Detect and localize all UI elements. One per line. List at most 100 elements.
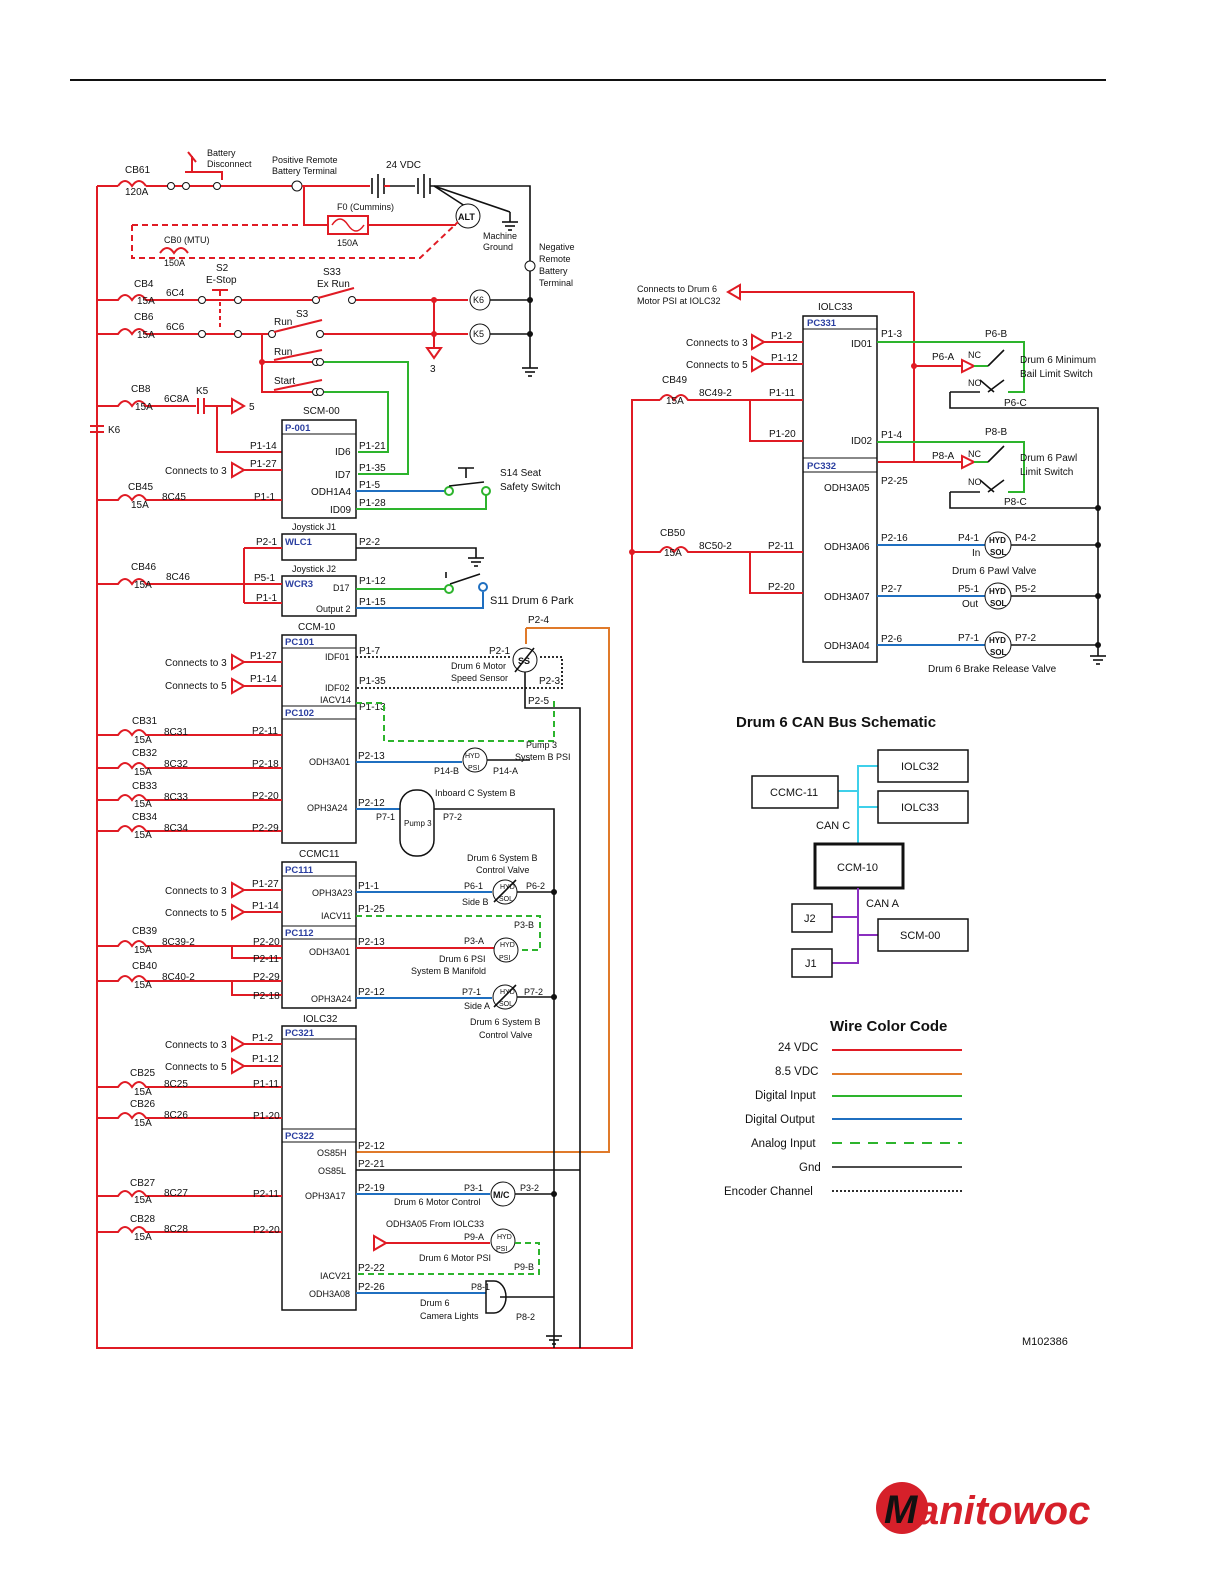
svg-text:P8-B: P8-B <box>985 427 1008 438</box>
svg-text:P2-13: P2-13 <box>358 937 385 948</box>
svg-text:IACV21: IACV21 <box>320 1271 351 1281</box>
svg-text:ID7: ID7 <box>335 470 351 481</box>
svg-text:Drum 6 Minimum: Drum 6 Minimum <box>1020 355 1096 366</box>
svg-text:Gnd: Gnd <box>799 1162 821 1174</box>
svg-text:P2-11: P2-11 <box>768 541 794 552</box>
svg-text:P3-2: P3-2 <box>520 1183 539 1193</box>
ccm10-breakers: CB31 CB32 CB33 CB34 15A 15A 15A 15A 8C31… <box>97 716 282 841</box>
svg-text:Joystick J1: Joystick J1 <box>292 522 336 532</box>
svg-text:P2-18: P2-18 <box>252 759 279 770</box>
svg-text:P1-15: P1-15 <box>359 597 386 608</box>
svg-text:P2-20: P2-20 <box>252 791 279 802</box>
svg-text:P2-13: P2-13 <box>358 751 385 762</box>
svg-text:Connects to 3: Connects to 3 <box>165 658 227 669</box>
svg-text:P6-1: P6-1 <box>464 881 483 891</box>
svg-text:8C34: 8C34 <box>164 823 188 834</box>
svg-text:S2: S2 <box>216 263 229 274</box>
svg-text:8C31: 8C31 <box>164 727 188 738</box>
svg-text:CB27: CB27 <box>130 1178 155 1189</box>
svg-text:CCMC-11: CCMC-11 <box>770 787 818 799</box>
svg-text:P1-3: P1-3 <box>881 329 903 340</box>
svg-text:ODH3A06: ODH3A06 <box>824 542 870 553</box>
svg-text:P2-4: P2-4 <box>528 615 550 626</box>
svg-text:15A: 15A <box>135 402 153 413</box>
svg-text:S3: S3 <box>296 309 309 320</box>
svg-text:15A: 15A <box>134 735 152 746</box>
svg-text:HYD: HYD <box>989 536 1006 545</box>
svg-text:15A: 15A <box>131 500 149 511</box>
svg-text:HYD: HYD <box>500 989 515 996</box>
svg-text:CB40: CB40 <box>132 961 157 972</box>
svg-text:P4-2: P4-2 <box>1015 533 1037 544</box>
svg-text:P2-11: P2-11 <box>252 726 278 737</box>
svg-text:P5-1: P5-1 <box>958 584 980 595</box>
svg-text:5: 5 <box>249 402 255 413</box>
svg-text:ID09: ID09 <box>330 505 352 516</box>
svg-text:P6-C: P6-C <box>1004 398 1027 409</box>
svg-text:P1-27: P1-27 <box>250 651 277 662</box>
svg-text:15A: 15A <box>666 396 684 407</box>
svg-text:P-001: P-001 <box>285 423 311 434</box>
svg-text:ODH3A04: ODH3A04 <box>824 641 870 652</box>
svg-text:P1-14: P1-14 <box>250 674 277 685</box>
svg-text:P2-11: P2-11 <box>253 1189 279 1200</box>
svg-text:P1-11: P1-11 <box>769 388 795 399</box>
svg-text:P7-2: P7-2 <box>443 812 462 822</box>
svg-text:HYD: HYD <box>989 587 1006 596</box>
svg-text:24 VDC: 24 VDC <box>386 160 421 171</box>
svg-text:PSI: PSI <box>496 1246 507 1253</box>
svg-text:ID6: ID6 <box>335 447 351 458</box>
svg-text:15A: 15A <box>664 548 682 559</box>
svg-text:IACV14: IACV14 <box>320 695 351 705</box>
svg-text:8C46: 8C46 <box>166 572 190 583</box>
svg-text:ID01: ID01 <box>851 339 873 350</box>
svg-text:K6: K6 <box>473 295 484 305</box>
svg-text:P3-B: P3-B <box>514 920 534 930</box>
svg-text:Connects to 5: Connects to 5 <box>165 908 227 919</box>
svg-text:HYD: HYD <box>465 753 480 760</box>
svg-text:P2-1: P2-1 <box>256 537 278 548</box>
svg-text:150A: 150A <box>337 238 358 248</box>
ccm10-module: CCM-10 PC101 PC102 Connects to 3 Connect… <box>97 615 610 1348</box>
svg-text:Connects to 3: Connects to 3 <box>686 338 748 349</box>
svg-text:ODH3A05 From IOLC33: ODH3A05 From IOLC33 <box>386 1219 484 1229</box>
svg-text:P1-27: P1-27 <box>250 459 277 470</box>
svg-text:NO: NO <box>968 378 982 388</box>
svg-text:15A: 15A <box>137 296 155 307</box>
svg-text:CB46: CB46 <box>131 562 156 573</box>
svg-text:Drum 6 Motor PSI: Drum 6 Motor PSI <box>419 1253 491 1263</box>
svg-text:P1-4: P1-4 <box>881 430 903 441</box>
svg-text:P2-12: P2-12 <box>358 798 385 809</box>
svg-text:P2-3: P2-3 <box>539 676 561 687</box>
svg-text:Machine: Machine <box>483 231 517 241</box>
svg-text:CB39: CB39 <box>132 926 157 937</box>
svg-text:8C26: 8C26 <box>164 1110 188 1121</box>
svg-text:P6-2: P6-2 <box>526 881 545 891</box>
svg-text:15A: 15A <box>134 1118 152 1129</box>
svg-text:SCM-00: SCM-00 <box>303 406 340 417</box>
svg-text:15A: 15A <box>134 1232 152 1243</box>
svg-text:15A: 15A <box>137 330 155 341</box>
svg-text:SCM-00: SCM-00 <box>900 930 940 942</box>
svg-text:M: M <box>884 1488 919 1532</box>
svg-text:OPH3A24: OPH3A24 <box>311 994 352 1004</box>
svg-text:P14-A: P14-A <box>493 766 518 776</box>
svg-text:Pump 3: Pump 3 <box>404 819 432 828</box>
svg-text:P1-5: P1-5 <box>359 480 381 491</box>
svg-text:ODH1A4: ODH1A4 <box>311 487 351 498</box>
svg-text:Output 2: Output 2 <box>316 604 351 614</box>
svg-text:Motor PSI at IOLC32: Motor PSI at IOLC32 <box>637 296 721 306</box>
svg-text:CAN A: CAN A <box>866 898 900 910</box>
svg-text:SOL: SOL <box>499 896 513 903</box>
svg-text:Digital Output: Digital Output <box>745 1114 815 1126</box>
joystick-section: Joystick J1 WLC1 P2-1 P2-2 Joystick J2 W… <box>97 522 574 617</box>
scm00-module: SCM-00 P-001 P1-14 P1-27 Connects to 3 C… <box>97 406 561 519</box>
svg-text:ODH3A05: ODH3A05 <box>824 483 870 494</box>
svg-text:8C25: 8C25 <box>164 1079 188 1090</box>
svg-text:P2-2: P2-2 <box>359 537 381 548</box>
svg-text:Camera Lights: Camera Lights <box>420 1311 479 1321</box>
svg-text:PC331: PC331 <box>807 318 837 329</box>
svg-text:K5: K5 <box>473 329 484 339</box>
svg-text:Ground: Ground <box>483 242 513 252</box>
svg-text:Digital Input: Digital Input <box>755 1090 817 1102</box>
